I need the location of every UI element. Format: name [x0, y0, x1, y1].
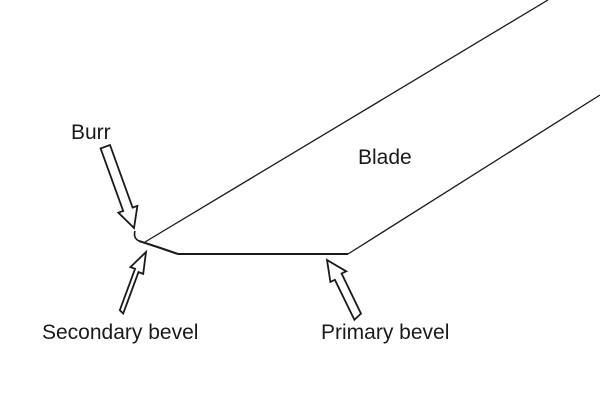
burr-arrow [99, 143, 139, 230]
burr-label: Burr [71, 121, 111, 144]
blade-top-edge [144, 0, 549, 243]
primary-bevel-arrow [325, 258, 363, 322]
secondary-bevel-label: Secondary bevel [42, 321, 199, 344]
burr-edge [133, 230, 140, 242]
secondary-bevel-arrow [118, 249, 148, 316]
secondary-bevel-edge [138, 240, 179, 255]
blade-label: Blade [358, 146, 412, 169]
primary-bevel-label: Primary bevel [321, 321, 450, 344]
blade-bottom-edge [347, 94, 600, 255]
